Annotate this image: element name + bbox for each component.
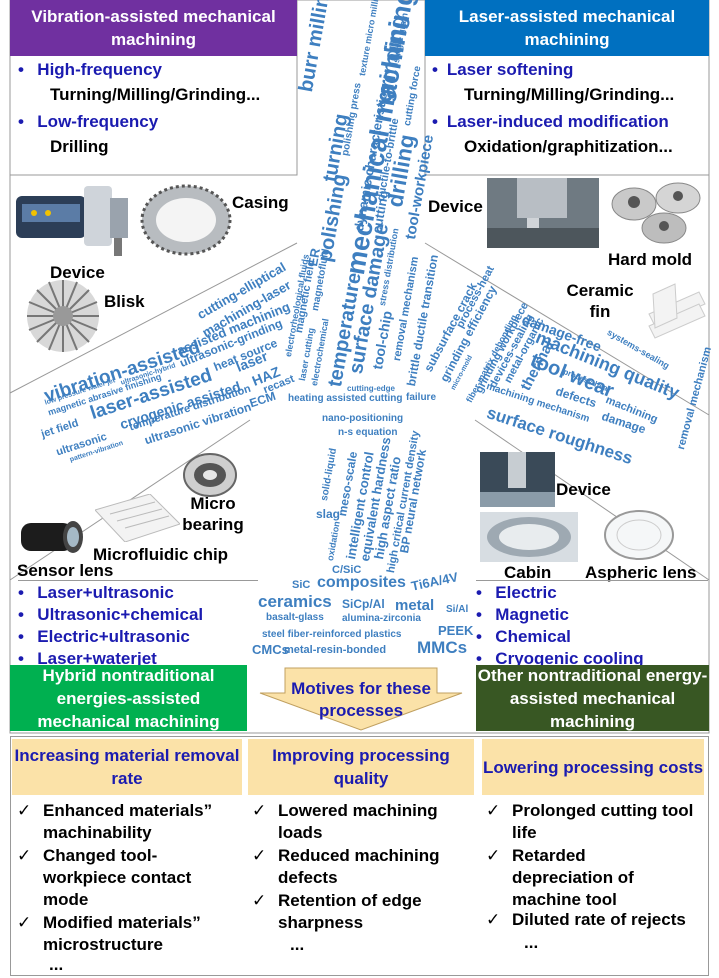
laser-item-title: Laser softening bbox=[446, 60, 574, 79]
vibration-header: Vibration-assisted mechanical machining bbox=[10, 0, 297, 56]
vibration-device-label: Device bbox=[50, 263, 105, 282]
micro-bearing-image bbox=[183, 453, 237, 497]
word: ceramics bbox=[258, 592, 332, 611]
other-item: Electric bbox=[495, 583, 557, 602]
motive-item: ✓Changed tool-workpiece contact mode bbox=[17, 846, 192, 909]
hybrid-item: Laser+waterjet bbox=[37, 649, 157, 668]
motive-more: ... bbox=[290, 935, 305, 954]
laser-device-label: Device bbox=[428, 197, 483, 216]
laser-header: Laser-assisted mechanical machining bbox=[425, 0, 709, 56]
hybrid-list: • Laser+ultrasonic • Ultrasonic+chemical… bbox=[18, 580, 258, 670]
word: metal-resin-bonded bbox=[284, 644, 387, 656]
sensor-lens-label: Sensor lens bbox=[17, 561, 114, 580]
laser-list: • Laser softening Turning/Milling/Grindi… bbox=[432, 58, 712, 157]
word: metal bbox=[395, 597, 435, 614]
motive-item: ✓Reduced machining defects bbox=[252, 846, 440, 887]
microfluidic-chip-label: Microfluidic chip bbox=[93, 545, 229, 564]
right-diagonal-2 bbox=[424, 242, 710, 416]
other-item: Cryogenic cooling bbox=[495, 649, 644, 668]
word: composites bbox=[317, 574, 406, 591]
cabin-label: Cabin bbox=[504, 563, 552, 582]
word: cutting-edge bbox=[347, 384, 395, 393]
micro-bearing-label: Micro bearing bbox=[182, 494, 244, 534]
aspheric-lens-label: Aspheric lens bbox=[585, 563, 697, 582]
word: failure bbox=[406, 392, 437, 403]
casing-label: Casing bbox=[232, 193, 289, 212]
top-right-divider bbox=[424, 0, 709, 176]
word: alumina-zirconia bbox=[342, 613, 421, 624]
word: SiCp/Al bbox=[342, 597, 385, 611]
other-item: Magnetic bbox=[495, 605, 569, 624]
vibration-device-image bbox=[16, 186, 128, 256]
other-device-label: Device bbox=[556, 480, 611, 499]
word: Si/Al bbox=[446, 604, 469, 615]
vibration-item-detail: Drilling bbox=[50, 137, 109, 156]
word: CMCs bbox=[252, 642, 289, 657]
other-list: • Electric • Magnetic • Chemical • Cryog… bbox=[476, 580, 708, 670]
hard-mold-label: Hard mold bbox=[608, 250, 693, 269]
other-header: Other nontraditional energy-assisted mec… bbox=[476, 665, 709, 731]
frame-shape bbox=[9, 0, 710, 734]
motive-item: ✓Retention of edge sharpness bbox=[252, 891, 422, 932]
motive-item: ✓Modified materials” microstructure bbox=[17, 913, 201, 954]
sensor-lens-image bbox=[21, 521, 83, 553]
other-device-image bbox=[480, 452, 555, 507]
hybrid-item: Ultrasonic+chemical bbox=[37, 605, 204, 624]
motive-heading-removal: Increasing material removal rate bbox=[12, 739, 242, 795]
word: SiC bbox=[292, 579, 311, 591]
word: PEEK bbox=[438, 623, 474, 638]
laser-header-text: Laser-assisted mechanical machining bbox=[458, 7, 676, 49]
word: heating assisted cutting bbox=[288, 393, 403, 404]
laser-item-detail: Oxidation/graphitization... bbox=[464, 137, 673, 156]
laser-item-detail: Turning/Milling/Grinding... bbox=[464, 85, 675, 104]
hybrid-item: Electric+ultrasonic bbox=[37, 627, 190, 646]
vibration-list: • High-frequency Turning/Milling/Grindin… bbox=[18, 58, 298, 157]
word: steel fiber-reinforced plastics bbox=[262, 629, 402, 640]
vibration-header-text: Vibration-assisted mechanical machining bbox=[31, 7, 276, 49]
motive-item: ✓Prolonged cutting tool life bbox=[486, 801, 694, 842]
hybrid-header-text: Hybrid nontraditional energies-assisted … bbox=[37, 665, 220, 731]
word: nano-positioning bbox=[322, 413, 404, 424]
microfluidic-chip-image bbox=[95, 494, 180, 542]
motive-more: ... bbox=[524, 933, 539, 952]
hard-mold-image bbox=[611, 182, 701, 244]
bottom-right-diagonal bbox=[474, 419, 710, 581]
hybrid-item: Laser+ultrasonic bbox=[37, 583, 174, 602]
motive-item: ✓Retarded depreciation of machine tool bbox=[486, 846, 634, 909]
laser-item-title: Laser-induced modification bbox=[446, 112, 669, 131]
casing-image bbox=[140, 184, 232, 256]
cabin-image bbox=[480, 512, 578, 562]
motive-item: ✓Enhanced materials” machinability bbox=[17, 801, 213, 842]
blisk-image bbox=[27, 280, 99, 352]
aspheric-lens-image bbox=[604, 510, 674, 560]
motive-item: ✓Diluted rate of rejects bbox=[486, 910, 686, 929]
word: MMCs bbox=[417, 638, 468, 657]
motive-heading-costs: Lowering processing costs bbox=[482, 739, 704, 795]
other-header-text: Other nontraditional energy-assisted mec… bbox=[477, 665, 708, 731]
ceramic-fin-image bbox=[648, 283, 706, 339]
motive-label: Motives for these processes bbox=[291, 679, 431, 720]
vibration-item-title: High-frequency bbox=[37, 60, 162, 79]
motive-item: ✓Lowered machining loads bbox=[252, 801, 438, 842]
top-left-divider bbox=[10, 0, 298, 176]
word: C/SiC bbox=[332, 564, 362, 576]
motive-more: ... bbox=[49, 955, 64, 974]
ceramic-fin-label: Ceramic fin bbox=[566, 281, 634, 321]
word: basalt-glass bbox=[266, 612, 324, 623]
vibration-item-detail: Turning/Milling/Grinding... bbox=[50, 85, 261, 104]
other-item: Chemical bbox=[495, 627, 571, 646]
hybrid-header: Hybrid nontraditional energies-assisted … bbox=[10, 665, 247, 731]
motive-arrow bbox=[259, 667, 463, 731]
vibration-item-title: Low-frequency bbox=[37, 112, 159, 131]
left-diagonal-2 bbox=[9, 242, 298, 394]
word: n-s equation bbox=[338, 427, 398, 438]
laser-device-image bbox=[487, 178, 599, 248]
blisk-label: Blisk bbox=[104, 292, 145, 311]
motive-heading-quality: Improving processing quality bbox=[248, 739, 474, 795]
word: slag bbox=[316, 507, 341, 521]
